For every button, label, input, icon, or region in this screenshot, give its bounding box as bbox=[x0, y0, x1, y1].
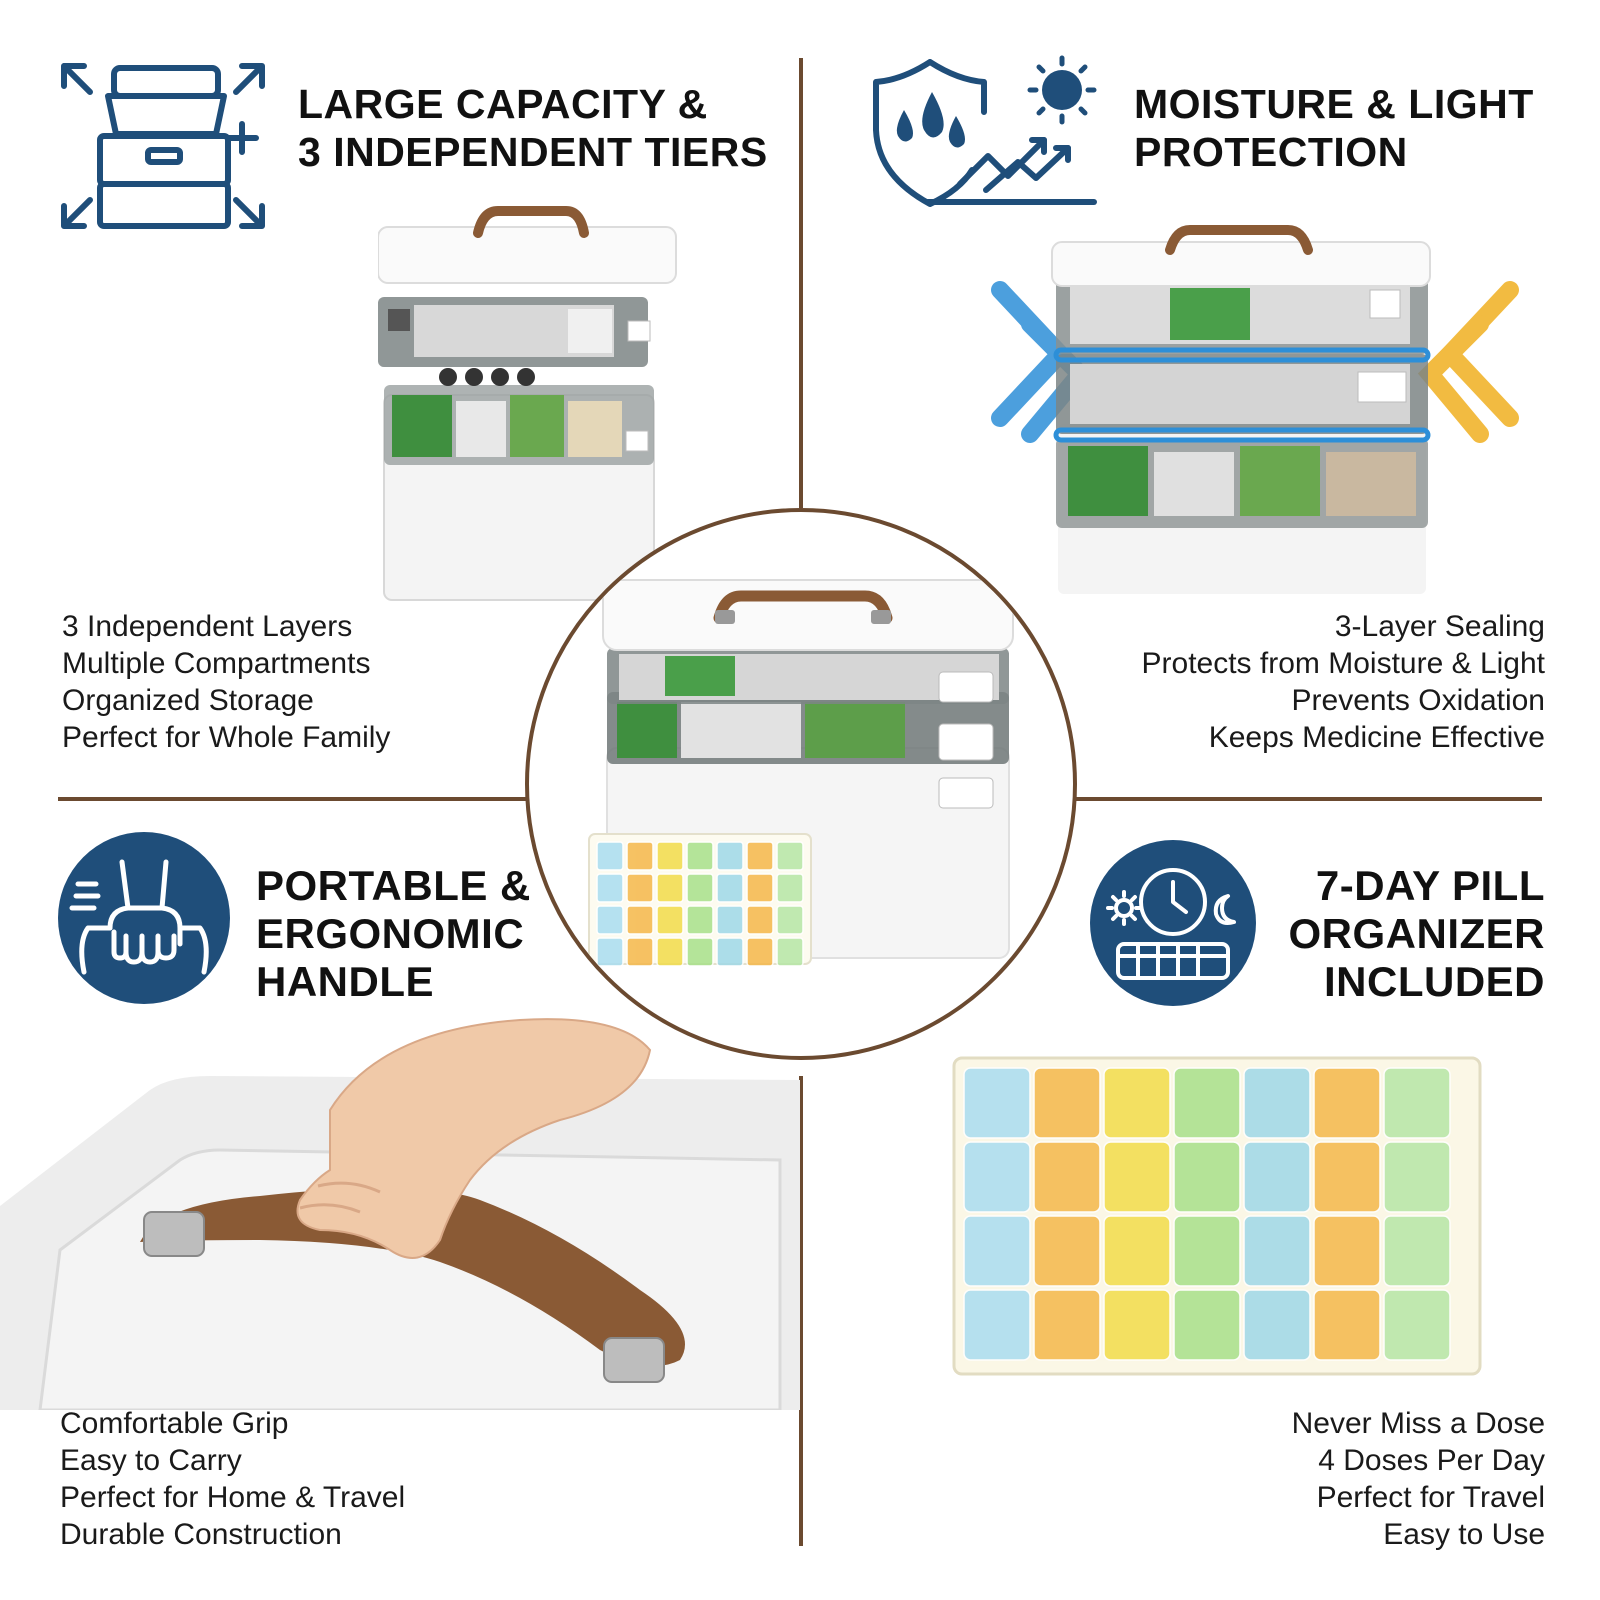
pill-compartment bbox=[963, 1289, 1031, 1361]
pill-compartment bbox=[746, 841, 774, 871]
pill-compartment bbox=[746, 937, 774, 967]
feature-item: 3 Independent Layers bbox=[62, 610, 353, 643]
feature-item: Perfect for Whole Family bbox=[62, 721, 391, 754]
pill-compartment bbox=[596, 905, 624, 935]
protection-features: 3-Layer Sealing Protects from Moisture &… bbox=[1142, 608, 1545, 756]
pill-compartment bbox=[776, 873, 804, 903]
pill-compartment bbox=[1103, 1215, 1171, 1287]
pill-compartment bbox=[716, 905, 744, 935]
divider-horizontal-right bbox=[1072, 797, 1542, 801]
pill-compartment bbox=[626, 905, 654, 935]
pill-compartment bbox=[963, 1215, 1031, 1287]
pill-compartment bbox=[1243, 1289, 1311, 1361]
pill-compartment bbox=[776, 841, 804, 871]
handle-features: Comfortable Grip Easy to Carry Perfect f… bbox=[60, 1405, 405, 1553]
pill-compartment bbox=[963, 1141, 1031, 1213]
feature-item: Keeps Medicine Effective bbox=[1208, 721, 1545, 754]
pill-compartment bbox=[596, 937, 624, 967]
pill-compartment bbox=[1313, 1141, 1381, 1213]
pill-compartment bbox=[686, 937, 714, 967]
pill-compartment bbox=[1383, 1067, 1451, 1139]
pill-compartment bbox=[1313, 1067, 1381, 1139]
pill-compartment bbox=[656, 841, 684, 871]
pill-compartment bbox=[686, 905, 714, 935]
three-tier-box-exploded bbox=[378, 206, 677, 601]
pill-compartment bbox=[1313, 1215, 1381, 1287]
protection-title: MOISTURE & LIGHT PROTECTION bbox=[1134, 81, 1534, 175]
pill-compartment bbox=[686, 841, 714, 871]
box-with-pill-organizer bbox=[588, 579, 1014, 967]
divider-horizontal-left bbox=[58, 797, 528, 801]
pill-compartment bbox=[1033, 1215, 1101, 1287]
pill-compartment bbox=[776, 905, 804, 935]
pill-compartment bbox=[1103, 1289, 1171, 1361]
pill-compartment bbox=[716, 937, 744, 967]
sealed-box-with-arrows bbox=[991, 225, 1519, 594]
pill-compartment bbox=[1173, 1067, 1241, 1139]
pill-compartment bbox=[626, 841, 654, 871]
feature-item: Organized Storage bbox=[62, 684, 314, 717]
pill-compartment bbox=[1173, 1289, 1241, 1361]
pill-compartment bbox=[1173, 1215, 1241, 1287]
pill-compartment bbox=[1383, 1215, 1451, 1287]
pill-compartment bbox=[1383, 1289, 1451, 1361]
feature-item: Multiple Compartments bbox=[62, 647, 371, 680]
feature-item: Durable Construction bbox=[60, 1518, 342, 1551]
pill-compartment bbox=[963, 1067, 1031, 1139]
pill-compartment bbox=[656, 905, 684, 935]
pill-compartment bbox=[776, 937, 804, 967]
organizer-title: 7-DAY PILL ORGANIZER INCLUDED bbox=[1288, 862, 1545, 1005]
pill-compartment bbox=[1033, 1289, 1101, 1361]
pill-compartment bbox=[716, 841, 744, 871]
pill-compartment bbox=[626, 937, 654, 967]
feature-item: Never Miss a Dose bbox=[1291, 1407, 1545, 1440]
pill-compartment bbox=[716, 873, 744, 903]
feature-item: Perfect for Home & Travel bbox=[60, 1481, 406, 1514]
handle-title: PORTABLE & ERGONOMIC HANDLE bbox=[256, 862, 531, 1005]
feature-item: Protects from Moisture & Light bbox=[1141, 647, 1545, 680]
capacity-title: LARGE CAPACITY & 3 INDEPENDENT TIERS bbox=[298, 81, 768, 175]
shield-water-sun-icon bbox=[873, 55, 1097, 207]
feature-item: 4 Doses Per Day bbox=[1318, 1444, 1545, 1477]
pill-compartment bbox=[1173, 1141, 1241, 1213]
pill-compartment bbox=[1243, 1067, 1311, 1139]
divider-vertical-top bbox=[799, 58, 803, 508]
feature-item: Prevents Oxidation bbox=[1291, 684, 1545, 717]
pill-organizer-7-day bbox=[952, 1056, 1482, 1376]
divider-vertical-bottom bbox=[799, 1076, 803, 1546]
capacity-features: 3 Independent Layers Multiple Compartmen… bbox=[62, 608, 390, 756]
hand-grip-icon bbox=[58, 832, 230, 1004]
organizer-features: Never Miss a Dose 4 Doses Per Day Perfec… bbox=[1292, 1405, 1545, 1553]
clock-sun-moon-icon bbox=[1090, 840, 1256, 1006]
pill-compartment bbox=[596, 873, 624, 903]
pill-compartment bbox=[656, 873, 684, 903]
pill-compartment bbox=[746, 905, 774, 935]
pill-compartment bbox=[1103, 1067, 1171, 1139]
center-product-circle bbox=[525, 508, 1077, 1060]
expand-box-icon bbox=[61, 63, 265, 229]
pill-compartment bbox=[656, 937, 684, 967]
feature-item: Perfect for Travel bbox=[1316, 1481, 1545, 1514]
pill-compartment bbox=[626, 873, 654, 903]
pill-compartment bbox=[1103, 1141, 1171, 1213]
pill-compartment bbox=[1243, 1141, 1311, 1213]
pill-compartment bbox=[1243, 1215, 1311, 1287]
feature-item: 3-Layer Sealing bbox=[1334, 610, 1545, 643]
pill-compartment bbox=[1033, 1141, 1101, 1213]
pill-compartment bbox=[596, 841, 624, 871]
pill-compartment bbox=[1383, 1141, 1451, 1213]
pill-compartment bbox=[1033, 1067, 1101, 1139]
feature-item: Comfortable Grip bbox=[60, 1407, 289, 1440]
feature-item: Easy to Use bbox=[1383, 1518, 1545, 1551]
feature-item: Easy to Carry bbox=[60, 1444, 242, 1477]
pill-compartment bbox=[1313, 1289, 1381, 1361]
pill-compartment bbox=[686, 873, 714, 903]
pill-compartment bbox=[746, 873, 774, 903]
hand-lifting-handle bbox=[0, 1018, 800, 1410]
